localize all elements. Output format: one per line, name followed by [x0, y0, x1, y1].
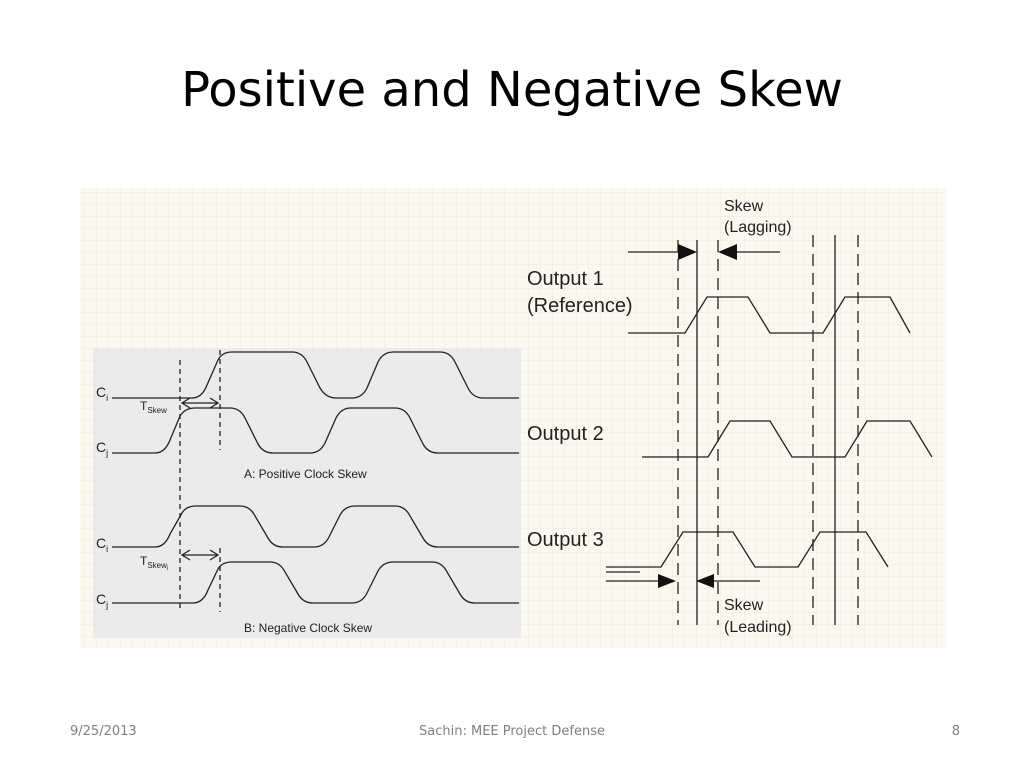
label-ci-negative: Ci — [96, 535, 108, 554]
tskew-arrowhead-positive-right — [209, 397, 220, 409]
label-cj-negative: Cj — [96, 591, 108, 610]
label-ci-positive: Ci — [96, 384, 108, 403]
tskew-arrowhead-positive-left — [180, 397, 191, 409]
output-2-label: Output 2 — [527, 423, 604, 445]
label-cj-positive: Cj — [96, 439, 108, 458]
skew-leading-label-1: Skew — [724, 597, 764, 614]
waveform-ci-positive — [112, 351, 519, 399]
slide-title: Positive and Negative Skew — [181, 62, 843, 118]
leading-arrowhead-right — [658, 574, 676, 588]
caption-positive-skew: A: Positive Clock Skew — [244, 467, 367, 481]
tskew-arrowhead-negative-left — [180, 549, 191, 561]
tskew-label-negative: TSkewi — [140, 554, 168, 572]
left-panel — [112, 350, 519, 612]
lagging-arrowhead-left — [718, 244, 737, 260]
output-1-reference-label: (Reference) — [527, 295, 633, 317]
right-panel-arrowheads — [658, 244, 737, 588]
waveform-output-1 — [628, 296, 911, 334]
waveform-output-2 — [642, 420, 933, 458]
skew-lagging-label-1: Skew — [724, 198, 764, 215]
tskew-label-positive: TSkew — [140, 399, 167, 415]
left-panel-background — [93, 348, 521, 638]
skew-leading-label-2: (Leading) — [724, 619, 792, 636]
left-panel-labels: Ci Cj Ci Cj TSkew TSkewi A: Positive Clo… — [96, 384, 372, 635]
footer-title: Sachin: MEE Project Defense — [419, 724, 605, 739]
right-panel-labels: Skew (Lagging) Output 1 (Reference) Outp… — [527, 198, 792, 636]
waveform-cj-positive — [112, 407, 519, 454]
leading-arrowhead-left — [696, 574, 714, 588]
waveform-ci-negative — [112, 505, 519, 548]
tskew-arrowhead-negative-right — [209, 549, 220, 561]
waveform-output-3 — [606, 531, 889, 568]
footer-date: 9/25/2013 — [70, 724, 137, 739]
slide-number: 8 — [951, 724, 960, 739]
caption-negative-skew: B: Negative Clock Skew — [244, 621, 372, 635]
lagging-arrowhead-right — [678, 244, 697, 260]
skew-lagging-label-2: (Lagging) — [724, 219, 792, 236]
output-3-label: Output 3 — [527, 529, 604, 551]
output-1-label: Output 1 — [527, 268, 604, 290]
